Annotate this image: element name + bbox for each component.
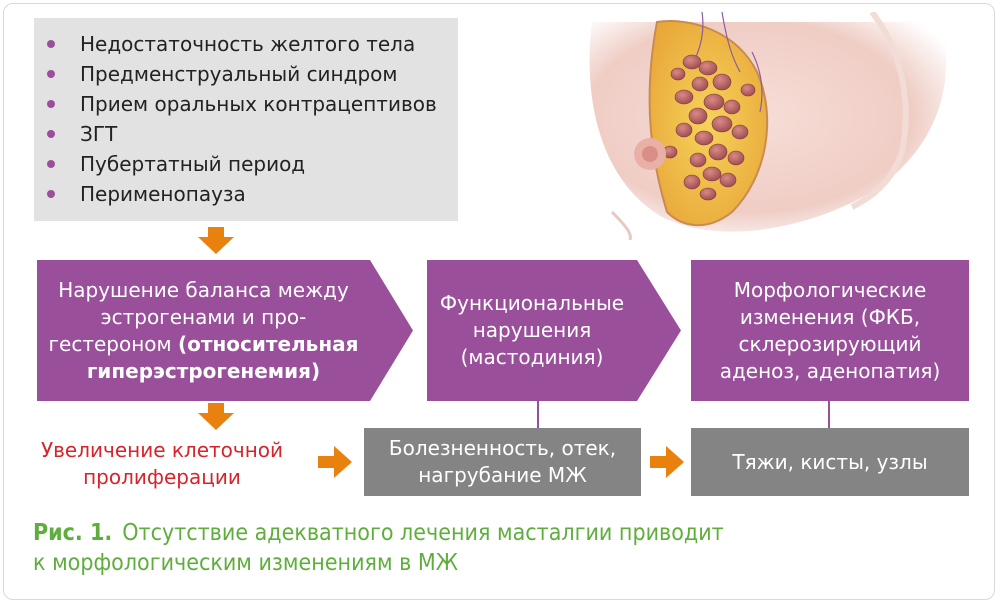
morphological-box: Морфологические изменения (ФКБ, склерози… bbox=[691, 260, 969, 401]
proliferation-line1: Увеличение клеточной bbox=[40, 438, 284, 462]
proliferation-line2: пролиферации bbox=[83, 465, 241, 489]
down-arrow-icon bbox=[198, 403, 234, 430]
bullet-icon bbox=[47, 160, 55, 168]
connector-line bbox=[537, 400, 539, 428]
findings-box: Тяжи, кисты, узлы bbox=[691, 428, 969, 496]
cause-label: Предменструальный синдром bbox=[80, 62, 398, 86]
bullet-icon bbox=[47, 70, 55, 78]
cause-item: Недостаточность желтого тела bbox=[46, 29, 437, 59]
down-arrow-icon bbox=[198, 227, 234, 254]
cause-label: Перименопауза bbox=[80, 182, 246, 206]
functional-line3: (мастодиния) bbox=[460, 345, 604, 369]
bullet-icon bbox=[47, 130, 55, 138]
connector-line bbox=[828, 400, 830, 428]
imbalance-line1: Нарушение баланса между bbox=[58, 277, 349, 302]
caption-label: Рис. 1. bbox=[33, 520, 113, 546]
cause-item: Пубертатный период bbox=[46, 149, 437, 179]
findings-text: Тяжи, кисты, узлы bbox=[732, 449, 928, 474]
figure-caption: Рис. 1. Отсутствие адекватного лечения ма… bbox=[33, 518, 973, 578]
causes-panel: Недостаточность желтого тела Предменстру… bbox=[34, 18, 458, 221]
right-arrow-icon bbox=[650, 446, 684, 478]
morphological-line3: склерозирующий bbox=[738, 331, 922, 356]
cause-label: Пубертатный период bbox=[80, 152, 306, 176]
imbalance-box: Нарушение баланса между эстрогенами и пр… bbox=[37, 260, 370, 401]
symptoms-line1: Болезненность, отек, bbox=[388, 436, 617, 460]
morphological-line2: изменения (ФКБ, bbox=[739, 304, 921, 329]
causes-list: Недостаточность желтого тела Предменстру… bbox=[46, 29, 437, 209]
morphological-line4: аденоз, аденопатия) bbox=[719, 358, 941, 383]
cause-item: ЗГТ bbox=[46, 119, 437, 149]
functional-line1: Функциональные bbox=[439, 291, 625, 315]
bullet-icon bbox=[47, 100, 55, 108]
bullet-icon bbox=[47, 190, 55, 198]
functional-line2: нарушения bbox=[472, 318, 592, 342]
cause-item: Предменструальный синдром bbox=[46, 59, 437, 89]
imbalance-line3: гестероном bbox=[48, 331, 178, 356]
right-arrow-icon bbox=[318, 446, 352, 478]
cause-item: Перименопауза bbox=[46, 179, 437, 209]
imbalance-bold: (относительная гиперэстрогенемия) bbox=[86, 331, 359, 383]
symptoms-line2: нагрубание МЖ bbox=[418, 463, 587, 487]
cause-label: Прием оральных контрацептивов bbox=[80, 92, 437, 116]
breast-illustration bbox=[589, 12, 947, 240]
cause-label: Недостаточность желтого тела bbox=[80, 32, 416, 56]
proliferation-text: Увеличение клеточной пролиферации bbox=[30, 437, 294, 491]
bullet-icon bbox=[47, 40, 55, 48]
cause-item: Прием оральных контрацептивов bbox=[46, 89, 437, 119]
symptoms-box: Болезненность, отек, нагрубание МЖ bbox=[364, 428, 641, 496]
cause-label: ЗГТ bbox=[80, 122, 118, 146]
imbalance-line2: эстрогенами и про- bbox=[100, 304, 307, 329]
morphological-line1: Морфологические bbox=[733, 277, 927, 302]
figure-frame bbox=[3, 3, 995, 600]
functional-box: Функциональные нарушения (мастодиния) bbox=[427, 260, 637, 401]
caption-line2: к морфологическим изменениям в МЖ bbox=[33, 550, 459, 576]
caption-line1: Отсутствие адекватного лечения масталгии… bbox=[122, 520, 724, 546]
